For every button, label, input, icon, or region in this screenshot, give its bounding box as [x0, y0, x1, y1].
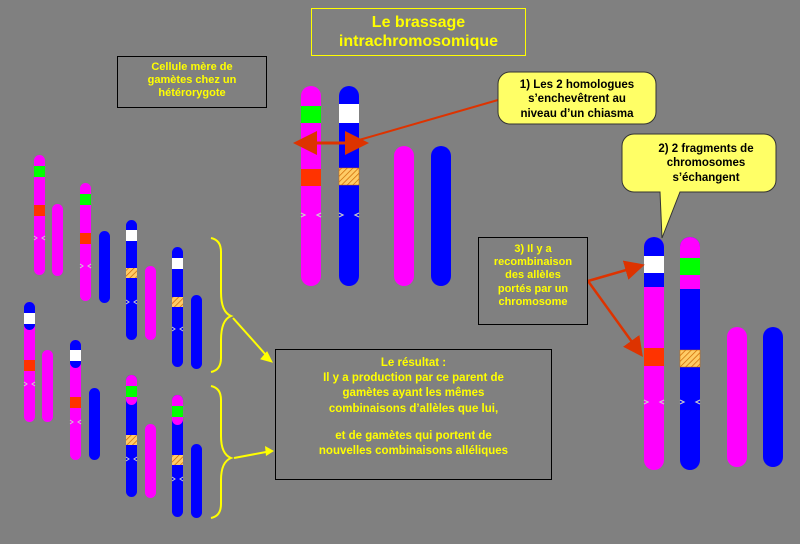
- chromosome-magenta-single: [727, 327, 747, 467]
- chromosome-magenta-single: [394, 146, 414, 286]
- result-arrows: [232, 317, 274, 459]
- recombined-chromosome-2: [679, 237, 701, 470]
- callout-1-line-2: s’enchevêtrent au: [528, 93, 626, 106]
- allele-hatched: [679, 349, 701, 368]
- allele-green: [301, 106, 321, 123]
- callout-2-shape: [621, 133, 777, 239]
- chromosome-blue-single: [763, 327, 783, 467]
- callout-2-text: 2) 2 fragments de chromosomes s’échangen…: [624, 142, 788, 185]
- gamete-group-a: [34, 155, 110, 303]
- result-line-6: nouvelles combinaisons alléliques: [318, 444, 509, 457]
- callout-1-line-1: 1) Les 2 homologues: [519, 79, 635, 91]
- chromosome-blue-chromatid: [338, 86, 360, 286]
- allele-green: [680, 258, 700, 275]
- result-line-4: combinaisons d’allèles que lui,: [328, 402, 499, 415]
- result-box: Le résultat : Il y a production par ce p…: [275, 349, 552, 480]
- callout-2-line-3: s’échangent: [672, 171, 740, 184]
- cell-label-line-2: gamètes chez un: [147, 74, 237, 87]
- allele-white: [644, 256, 664, 273]
- callout-2-line-1: 2) 2 fragments de: [658, 143, 754, 155]
- recomb-arrow-bottom: [586, 280, 643, 358]
- cell-label-line-1: Cellule mère de: [151, 61, 233, 73]
- result-line-1: Le résultat :: [380, 357, 447, 369]
- callout1-pointer-line: [358, 99, 499, 141]
- diagram-title: Le brassage intrachromosomique: [311, 8, 526, 56]
- title-line-1: Le brassage: [371, 14, 466, 31]
- callout-1-line-3: niveau d’un chiasma: [520, 107, 634, 120]
- gamete-group-b: [126, 220, 202, 369]
- brace-top: [210, 237, 234, 373]
- title-line-2: intrachromosomique: [338, 33, 499, 51]
- callout-3-line-4: portés par un: [497, 282, 569, 295]
- recombination-label: 3) Il y a recombinaison des allèles port…: [478, 237, 588, 325]
- mother-cell-label: Cellule mère de gamètes chez un hétérory…: [117, 56, 267, 108]
- brace-bottom: [210, 385, 234, 519]
- callout-1-shape: [497, 71, 657, 125]
- callout-2-line-2: chromosomes: [666, 157, 746, 170]
- chromosome-blue-single: [431, 146, 451, 286]
- allele-red: [644, 348, 664, 366]
- gamete-group-c: [24, 302, 100, 460]
- result-line-5: et de gamètes qui portent de: [335, 429, 492, 442]
- allele-white: [339, 104, 359, 123]
- allele-red: [301, 169, 321, 186]
- recomb-arrow-top: [587, 260, 645, 283]
- callout-1-text: 1) Les 2 homologues s’enchevêtrent au ni…: [498, 78, 656, 121]
- chromosome-magenta-chromatid: [300, 86, 322, 286]
- result-line-3: gamètes ayant les mêmes: [342, 387, 485, 400]
- callout-3-line-3: des allèles: [505, 269, 561, 282]
- gamete-chromosomes: [23, 155, 202, 518]
- recombined-chromosome-1: [643, 237, 665, 470]
- cell-label-line-3: hétérorygote: [158, 87, 226, 100]
- callout-3-line-1: 3) Il y a: [514, 243, 552, 255]
- recombined-chromosomes: [586, 237, 783, 470]
- callout-3-line-5: chromosome: [498, 295, 568, 308]
- result-line-2: Il y a production par ce parent de: [323, 372, 504, 385]
- callout-3-line-2: recombinaison: [493, 256, 573, 269]
- mother-cell-chromosomes: [293, 86, 499, 286]
- braces: [210, 237, 234, 519]
- allele-hatched: [338, 167, 360, 186]
- result-spacer: [276, 417, 551, 429]
- gamete-group-d: [126, 375, 202, 518]
